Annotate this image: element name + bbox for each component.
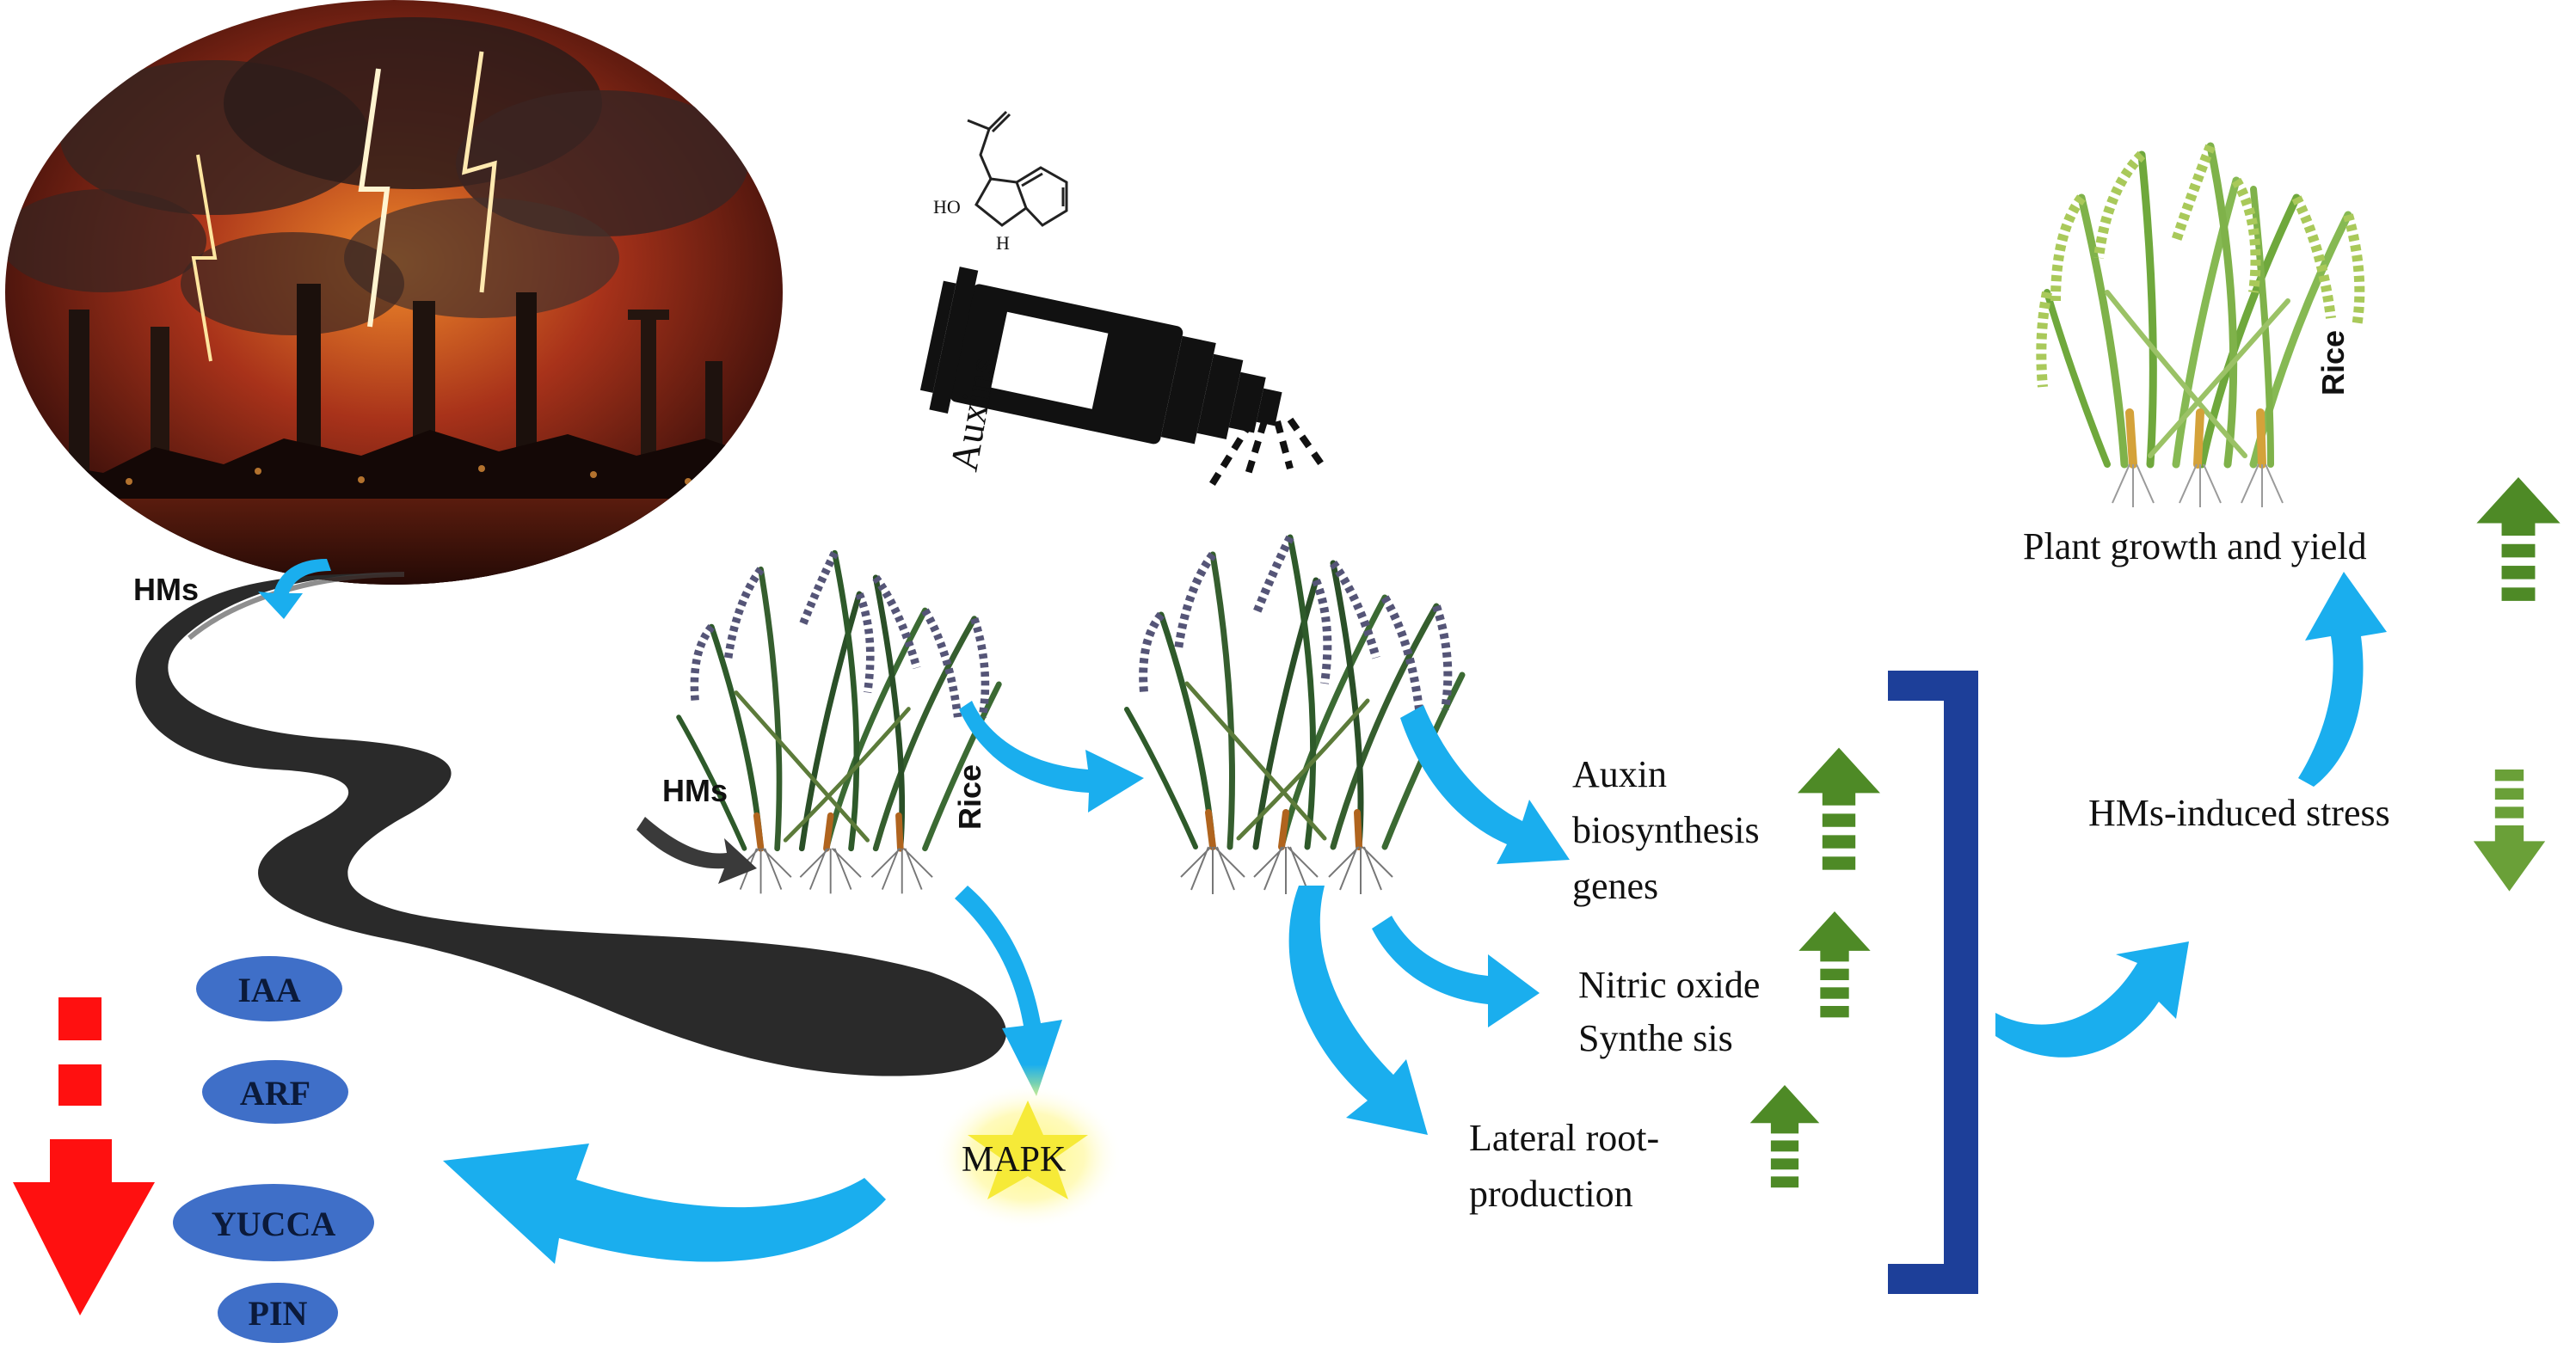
curved-arrow-icon bbox=[258, 559, 331, 619]
mapk-node: MAPK bbox=[933, 1083, 1122, 1229]
lateral-root-label-2: production bbox=[1469, 1173, 1633, 1215]
curved-arrow-icon bbox=[2298, 572, 2387, 787]
curved-arrow-icon bbox=[1995, 941, 2189, 1058]
rice-plant-icon bbox=[2041, 146, 2359, 507]
gene-label: PIN bbox=[249, 1294, 308, 1333]
curved-arrow-icon bbox=[959, 701, 1144, 812]
gene-label: IAA bbox=[237, 971, 300, 1009]
curved-arrow-icon bbox=[443, 1144, 886, 1264]
gene-label: YUCCA bbox=[212, 1205, 336, 1243]
up-arrow-icon bbox=[1798, 911, 1871, 1018]
gene-ellipse-pin bbox=[218, 1283, 338, 1343]
gene-list: IAA ARF YUCCA PIN bbox=[173, 956, 374, 1343]
sprayer-icon bbox=[919, 267, 1328, 493]
factory-pollution-image bbox=[5, 0, 783, 585]
curved-arrow-icon bbox=[636, 817, 757, 884]
rice-left-label: Rice bbox=[952, 764, 987, 830]
lateral-root-label-1: Lateral root- bbox=[1469, 1117, 1659, 1159]
plant-growth-label: Plant growth and yield bbox=[2023, 525, 2367, 567]
gene-ellipse-iaa bbox=[196, 956, 342, 1021]
nitric-oxide-label-2: Synthe sis bbox=[1578, 1017, 1733, 1059]
curved-arrow-icon bbox=[955, 886, 1062, 1096]
curved-arrow-icon bbox=[1372, 916, 1540, 1027]
down-arrow-icon bbox=[13, 997, 155, 1315]
indole-acetic-acid-structure bbox=[967, 110, 1068, 227]
bracket bbox=[1888, 671, 1978, 1294]
down-arrow-icon bbox=[2473, 770, 2546, 892]
curved-arrow-icon bbox=[1288, 886, 1428, 1135]
auxin-genes-label-3: genes bbox=[1572, 865, 1658, 907]
auxin-genes-label-2: biosynthesis bbox=[1572, 809, 1760, 851]
gene-ellipse-arf bbox=[202, 1060, 348, 1124]
molecule-oh-label: HO bbox=[933, 196, 961, 218]
auxin-genes-label-1: Auxin bbox=[1572, 753, 1667, 795]
up-arrow-icon bbox=[1749, 1085, 1820, 1188]
molecule-nh-label: H bbox=[996, 232, 1010, 254]
nitric-oxide-label-1: Nitric oxide bbox=[1578, 964, 1760, 1006]
mapk-label: MAPK bbox=[962, 1140, 1066, 1180]
hms-top-label: HMs bbox=[133, 572, 199, 607]
up-arrow-icon bbox=[1798, 747, 1880, 870]
up-arrow-icon bbox=[2476, 477, 2561, 601]
gene-ellipse-yucca bbox=[173, 1184, 374, 1261]
hms-stress-label: HMs-induced stress bbox=[2088, 792, 2390, 834]
rice-right-label: Rice bbox=[2315, 330, 2351, 396]
curved-arrow-icon bbox=[1400, 705, 1570, 864]
road-path bbox=[135, 573, 1006, 1076]
gene-label: ARF bbox=[240, 1074, 310, 1113]
hms-side-label: HMs bbox=[662, 773, 728, 808]
